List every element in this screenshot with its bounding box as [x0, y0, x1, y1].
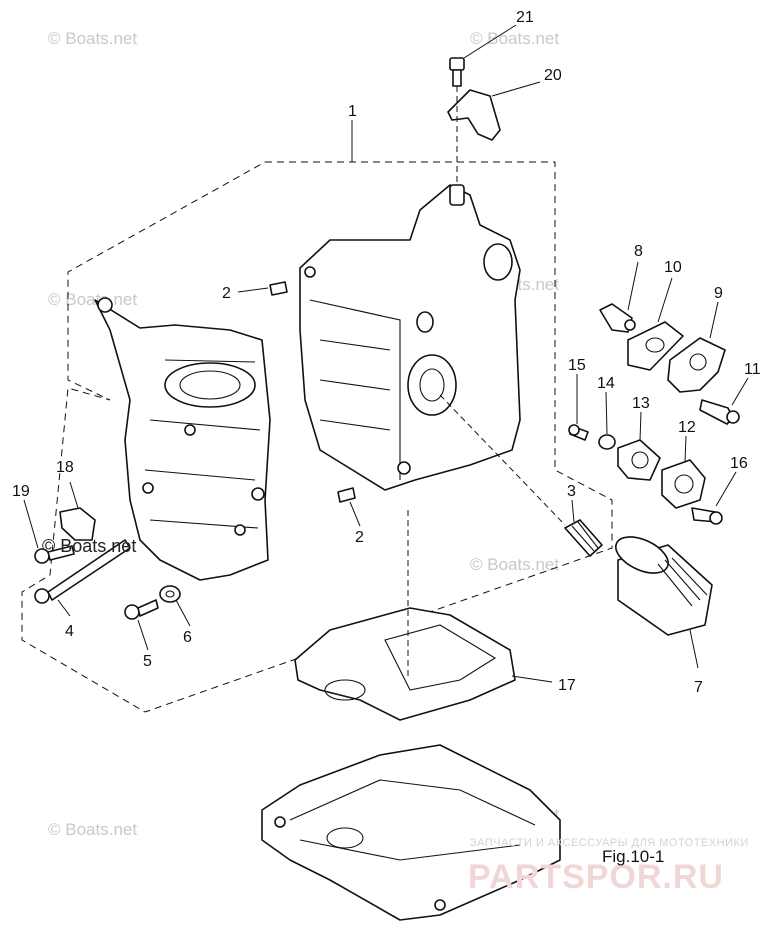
- callout-labels: 1 2 2 3 4 5 6 7 8 9 10 11 12 13 14 15 16…: [12, 9, 761, 696]
- figure-label: Fig.10-1: [602, 847, 664, 866]
- callout-9: 9: [714, 285, 723, 302]
- cylinder-block: [299, 184, 521, 491]
- callout-10: 10: [664, 259, 682, 276]
- watermark-boats-2: © Boats.net: [470, 29, 559, 48]
- callout-16: 16: [730, 455, 748, 472]
- watermark-boats-5: © Boats.net: [470, 555, 559, 574]
- callout-1: 1: [348, 103, 357, 120]
- assembly-outline: [21, 161, 613, 713]
- bolt-15: [568, 424, 589, 441]
- washer-6: [159, 585, 181, 603]
- crankcase-half: [94, 297, 271, 581]
- plug-13: [617, 439, 661, 481]
- stud-3: [564, 519, 603, 557]
- bolt-4: [34, 539, 131, 604]
- callout-2-lower: 2: [355, 529, 364, 546]
- sender-bolt-8: [599, 303, 636, 333]
- callout-6: 6: [183, 629, 192, 646]
- callout-2-upper: 2: [222, 285, 231, 302]
- bolt-11: [699, 399, 740, 425]
- dowel-pin-lower: [337, 487, 356, 503]
- bolt-21: [449, 57, 465, 87]
- housing-12: [661, 459, 706, 509]
- washer-14: [598, 434, 616, 450]
- callout-21: 21: [516, 9, 534, 26]
- callout-5: 5: [143, 653, 152, 670]
- bolt-19: [34, 545, 75, 564]
- watermark-boats-1: © Boats.net: [48, 29, 137, 48]
- callout-15: 15: [568, 357, 586, 374]
- store-watermark-line: ЗАПЧАСТИ И АКСЕССУАРЫ ДЛЯ МОТОТЕХНИКИ: [470, 837, 749, 849]
- callout-3: 3: [567, 483, 576, 500]
- bracket-20: [447, 89, 501, 141]
- callout-17: 17: [558, 677, 576, 694]
- callout-19: 19: [12, 483, 30, 500]
- callout-7: 7: [694, 679, 703, 696]
- watermark-boats-8: © Boats.net: [42, 536, 136, 556]
- leader-lines: [23, 24, 749, 683]
- gasket-17: [294, 607, 516, 721]
- callout-4: 4: [65, 623, 74, 640]
- plate-18: [59, 507, 96, 541]
- gasket-10: [627, 321, 684, 371]
- bolt-16: [691, 507, 723, 525]
- oil-filter-7: [615, 536, 713, 636]
- callout-11: 11: [744, 361, 761, 378]
- callout-8: 8: [634, 243, 643, 260]
- callout-18: 18: [56, 459, 74, 476]
- cover-9: [667, 337, 726, 393]
- watermark-boats-3: © Boats.net: [48, 290, 137, 309]
- callout-20: 20: [544, 67, 562, 84]
- store-watermark-name: PARTSPOR.RU: [468, 858, 724, 896]
- oil-pan: [261, 744, 561, 921]
- callout-12: 12: [678, 419, 696, 436]
- callout-13: 13: [632, 395, 650, 412]
- watermark-boats-6: © Boats.net: [48, 820, 137, 839]
- callout-14: 14: [597, 375, 615, 392]
- dowel-pin-upper: [269, 281, 288, 296]
- bolt-5: [124, 599, 159, 620]
- store-watermark: ЗАПЧАСТИ И АКСЕССУАРЫ ДЛЯ МОТОТЕХНИКИ PA…: [468, 837, 749, 896]
